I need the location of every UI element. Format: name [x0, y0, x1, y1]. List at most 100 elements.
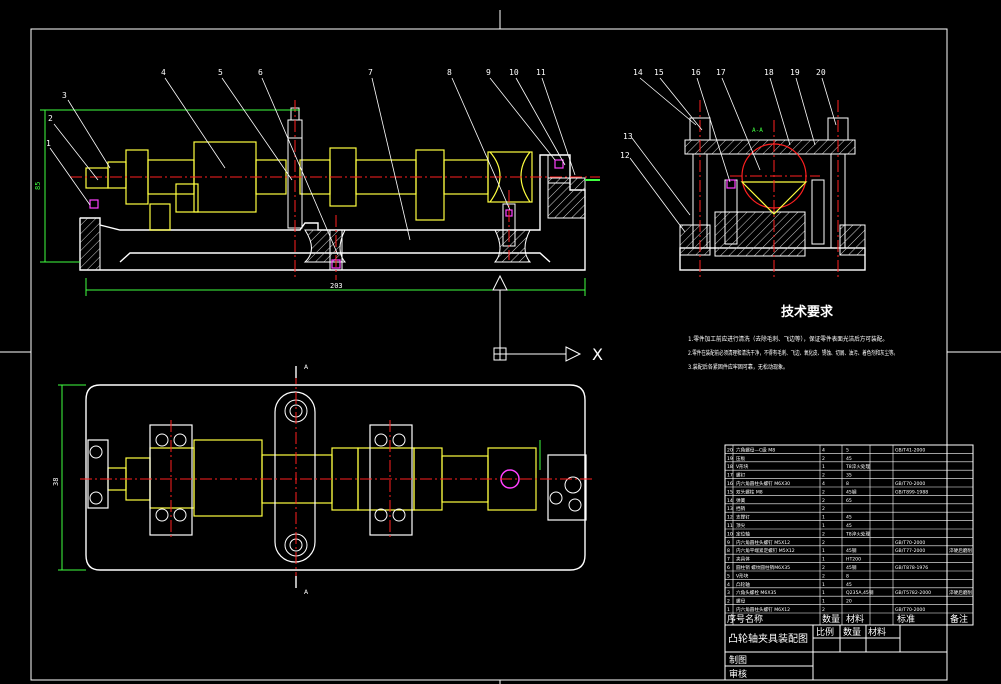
- bom-cell-no: 19: [727, 456, 733, 462]
- callout-18: 18: [764, 68, 774, 77]
- bom-cell: GB/T878-1976: [895, 565, 928, 571]
- bom-cell: 45钢: [846, 547, 857, 554]
- bom-cell-no: 3: [727, 590, 730, 596]
- bom-cell: T8淬火处理: [845, 463, 871, 470]
- bom-cell: 挡销: [736, 505, 746, 512]
- bom-cell: GB/T41-2000: [895, 447, 925, 453]
- bom-cell: 4: [822, 447, 825, 453]
- bom-cell: V形块: [736, 572, 749, 579]
- bom-cell: 45: [846, 456, 852, 462]
- bom-cell: 65: [846, 498, 852, 504]
- bom-cell: GB/T77-2000: [895, 548, 925, 554]
- side-leaders: [629, 77, 837, 233]
- bom-cell: 45: [846, 582, 852, 588]
- front-callouts: 1 2 3 4 5 6 7 8 9 10 11: [46, 68, 546, 148]
- bom-cell: 淬硬后磨削: [949, 589, 972, 596]
- camshaft: [85, 141, 533, 231]
- bom-cell: 内六角圆柱头螺钉 M6X30: [736, 480, 790, 487]
- bom-header-remark: 备注: [950, 613, 968, 625]
- bom-cell: GB/T899-1988: [895, 489, 928, 495]
- side-left-hatch: [679, 224, 711, 256]
- dim-plan-height: 38: [52, 478, 60, 486]
- bom-cell: GB/T70-2000: [895, 540, 925, 546]
- bom-cell-no: 2: [727, 599, 730, 605]
- bom-cell: 8: [846, 481, 849, 487]
- bom-cell: 内六角平端紧定螺钉 M5X12: [736, 547, 795, 554]
- callout-17: 17: [716, 68, 726, 77]
- bom-cell: 4: [822, 481, 825, 487]
- callout-6: 6: [258, 68, 263, 77]
- title-block-drawing-name: 凸轮轴夹具装配图: [728, 632, 808, 645]
- bom-cell-no: 16: [727, 481, 733, 487]
- bom-cell-no: 20: [727, 447, 733, 453]
- title-block-scale: 比例: [816, 626, 834, 638]
- side-callouts: 14 15 16 17 18 19 20 12 13: [620, 68, 826, 160]
- bom-cell: 定位轴: [736, 530, 750, 537]
- callout-12: 12: [620, 151, 630, 160]
- title-block-drawn: 制图: [729, 654, 747, 666]
- bom-cell: V形块: [736, 463, 749, 470]
- bom-cell: 1: [822, 582, 825, 588]
- bom-cell-no: 9: [727, 540, 730, 546]
- bom-cell: 45钢: [846, 564, 857, 571]
- bom-cell-no: 10: [727, 531, 733, 537]
- bom-cell-no: 12: [727, 515, 733, 521]
- bom-header-qty: 数量: [822, 613, 840, 625]
- bom-cell: 螺母: [736, 598, 746, 605]
- bom-cell: 2: [822, 456, 825, 462]
- bom-cell: 顶尖: [736, 522, 746, 529]
- title-block-material: 材料: [868, 626, 886, 638]
- front-dimensions: [40, 109, 586, 296]
- callout-14: 14: [633, 68, 643, 77]
- callout-7: 7: [368, 68, 373, 77]
- plan-shaft: [107, 439, 537, 517]
- side-block-hatch: [714, 211, 806, 257]
- bom-cell: 1: [822, 515, 825, 521]
- ucs-x-label: X: [592, 345, 603, 364]
- bom-cell: GB/T70-2000: [895, 607, 925, 613]
- side-right-hatch: [839, 224, 866, 256]
- bom-header-name: 名称: [745, 613, 763, 625]
- bom-cell: HT200: [846, 557, 861, 563]
- bom-cell: 20: [846, 599, 852, 605]
- bom-cell-no: 13: [727, 506, 733, 512]
- section-mark-top: A: [304, 364, 309, 371]
- tech-title: 技术要求: [781, 304, 834, 320]
- bom-cell-no: 17: [727, 473, 733, 479]
- title-block-qty: 数量: [843, 626, 861, 638]
- bom-cell: GB/T5782-2000: [895, 590, 931, 596]
- plan-holes: [89, 399, 582, 557]
- plan-centerlines: [80, 372, 592, 580]
- section-hatch-left: [79, 217, 101, 271]
- bom-cell: 凸轮轴: [736, 581, 750, 588]
- callout-16: 16: [691, 68, 701, 77]
- bom-cell: 弹簧: [736, 497, 746, 504]
- bom-cell: 2: [822, 506, 825, 512]
- plan-dimensions: [58, 384, 541, 571]
- bom-cell-no: 8: [727, 548, 730, 554]
- bom-cell: 螺钉: [736, 472, 746, 479]
- bom-cell: 2: [822, 565, 825, 571]
- ucs-icon: [492, 274, 582, 362]
- bom-cell: 双头螺柱 M8: [736, 488, 763, 495]
- bom-header-no: 序号: [727, 613, 745, 625]
- callout-5: 5: [218, 68, 223, 77]
- bom-cell-no: 11: [727, 523, 733, 529]
- bom-cell: 2: [822, 498, 825, 504]
- bom-cell-no: 4: [727, 582, 730, 588]
- callout-19: 19: [790, 68, 800, 77]
- bom-cell: T8淬火处理: [845, 530, 871, 537]
- side-centerlines: [699, 100, 839, 278]
- plan-clamps: [87, 391, 587, 563]
- bom-cell: 圆柱销 螺纹圆柱销M6X35: [736, 564, 790, 571]
- bom-cell: 45: [846, 523, 852, 529]
- plan-view: 38: [52, 366, 592, 588]
- tech-item-2: 2.零件在装配前必须清理和清洗干净，不得有毛刺、飞边、氧化皮、锈蚀、切屑、油污、…: [688, 349, 898, 357]
- bom-cell: 支撑钉: [736, 514, 750, 521]
- bom-cell: 淬硬后磨削: [949, 547, 972, 554]
- bom-cell: 1: [822, 548, 825, 554]
- bom-cell: 45: [846, 515, 852, 521]
- side-pressure-plate: [684, 139, 856, 155]
